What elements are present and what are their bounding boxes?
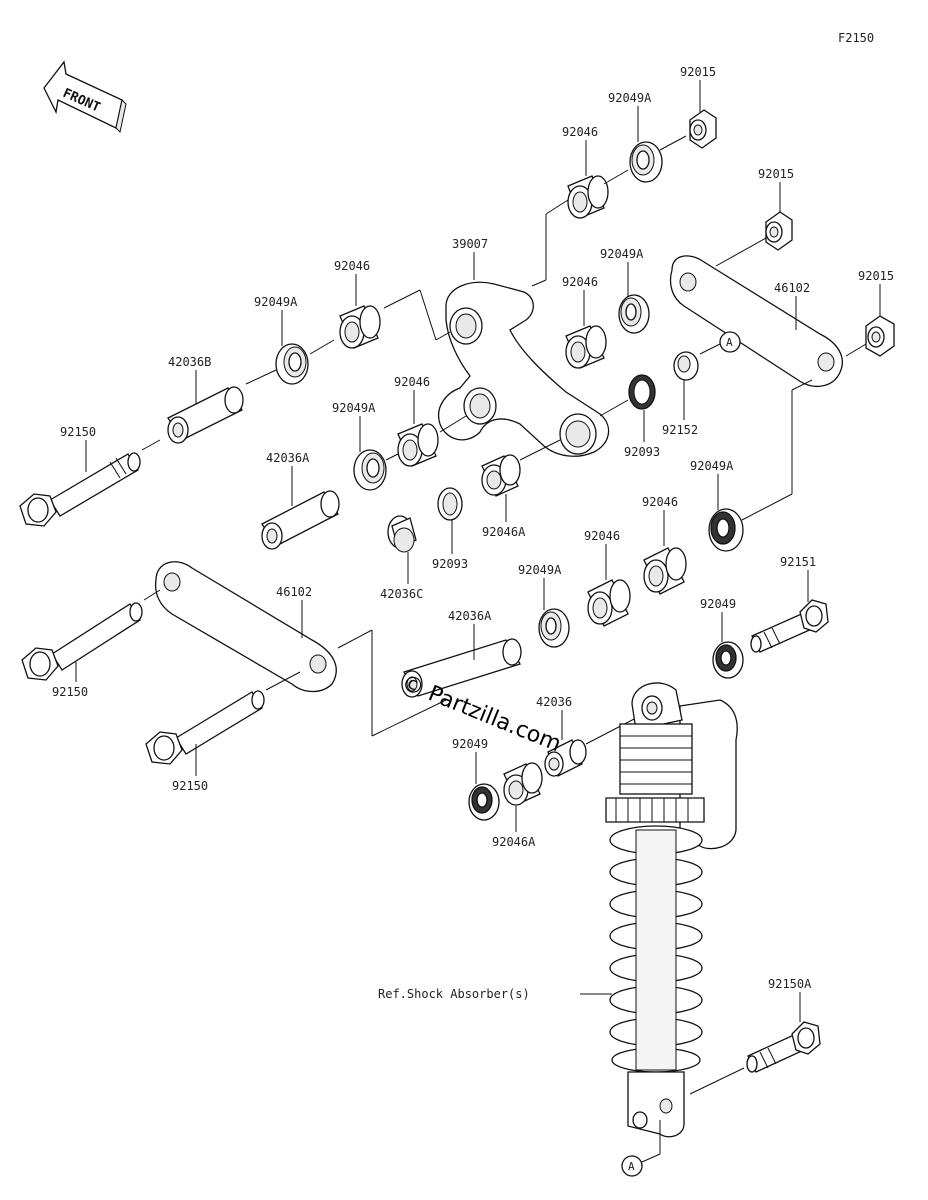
- bolt-92150-b: [21, 602, 143, 681]
- seal-92049A-e: [708, 508, 744, 552]
- label-42036C: 42036C: [380, 587, 423, 601]
- bearing-92046-a: [567, 175, 609, 219]
- label-92049-a: 92049: [700, 597, 736, 611]
- seal-92093-a: [628, 374, 656, 410]
- callout-a-upper: A: [719, 331, 741, 353]
- svg-text:A: A: [628, 1160, 635, 1173]
- seal-92049-b: [468, 783, 500, 821]
- tie-rod-46102-upper: [669, 255, 843, 387]
- front-arrow-icon: FRONT: [43, 60, 127, 134]
- seal-92093-b: [437, 487, 463, 521]
- label-46102-b: 46102: [276, 585, 312, 599]
- label-92150-b: 92150: [52, 685, 88, 699]
- label-92049A-e: 92049A: [690, 459, 734, 473]
- label-92093-b: 92093: [432, 557, 468, 571]
- bearing-92046-d: [397, 423, 439, 467]
- label-92150-a: 92150: [60, 425, 96, 439]
- label-42036: 42036: [536, 695, 572, 709]
- svg-text:A: A: [726, 336, 733, 349]
- label-92015-c: 92015: [858, 269, 894, 283]
- seal-92049A-d: [353, 449, 387, 491]
- nut-92015-b: [765, 211, 793, 251]
- seal-92049A-a: [629, 141, 663, 183]
- collar-42036A-b: [401, 638, 522, 698]
- nut-92015-a: [689, 109, 717, 149]
- bolt-92150A: [746, 1021, 821, 1073]
- shock-absorber: [605, 682, 738, 1138]
- label-92152: 92152: [662, 423, 698, 437]
- label-92049A-d: 92049A: [332, 401, 376, 415]
- label-42036A-b: 42036A: [448, 609, 492, 623]
- label-92049A-a: 92049A: [608, 91, 652, 105]
- label-92049-b: 92049: [452, 737, 488, 751]
- bearing-92046-b: [565, 325, 607, 369]
- bolt-92150-c: [145, 690, 265, 765]
- label-42036B: 42036B: [168, 355, 211, 369]
- label-92046A-b: 92046A: [492, 835, 536, 849]
- collar-42036: [544, 739, 587, 777]
- label-ref-shock-absorber: Ref.Shock Absorber(s): [378, 987, 530, 1001]
- label-92046-c: 92046: [334, 259, 370, 273]
- nut-92015-c: [865, 315, 895, 357]
- label-92049A-c: 92049A: [254, 295, 298, 309]
- label-92046-d: 92046: [394, 375, 430, 389]
- label-92049A-b: 92049A: [600, 247, 644, 261]
- rocker-arm-39007: [437, 281, 610, 457]
- label-39007: 39007: [452, 237, 488, 251]
- collar-42036B: [167, 386, 244, 444]
- label-42036A-a: 42036A: [266, 451, 310, 465]
- figure-code: F2150: [838, 31, 874, 45]
- label-92046A-a: 92046A: [482, 525, 526, 539]
- bearing-92046A-a: [481, 454, 521, 497]
- collar-42036C: [387, 515, 417, 553]
- seal-92049-a: [712, 641, 744, 679]
- label-92046-f: 92046: [584, 529, 620, 543]
- bearing-92046-c: [339, 305, 381, 349]
- label-92093-a: 92093: [624, 445, 660, 459]
- seal-92049A-c: [275, 343, 309, 385]
- label-92049A-f: 92049A: [518, 563, 562, 577]
- tie-rod-46102-lower: [154, 561, 337, 693]
- seal-92049A-f: [538, 608, 570, 648]
- label-92015-b: 92015: [758, 167, 794, 181]
- label-46102-a: 46102: [774, 281, 810, 295]
- bolt-92150-a: [19, 452, 141, 527]
- label-92151: 92151: [780, 555, 816, 569]
- label-92046-b: 92046: [562, 275, 598, 289]
- label-92046-e: 92046: [642, 495, 678, 509]
- seal-92049A-b: [618, 294, 650, 334]
- label-92150A: 92150A: [768, 977, 812, 991]
- collar-42036A-a: [261, 490, 340, 550]
- bearing-92046-f: [587, 579, 631, 627]
- label-92046-a: 92046: [562, 125, 598, 139]
- bolt-92151: [750, 599, 829, 653]
- bearing-92046-e: [643, 547, 687, 595]
- label-92150-c: 92150: [172, 779, 208, 793]
- bearing-92046A-b: [503, 762, 543, 806]
- label-92015-a: 92015: [680, 65, 716, 79]
- callout-a-lower: A: [621, 1155, 643, 1177]
- nut-92152: [673, 351, 699, 381]
